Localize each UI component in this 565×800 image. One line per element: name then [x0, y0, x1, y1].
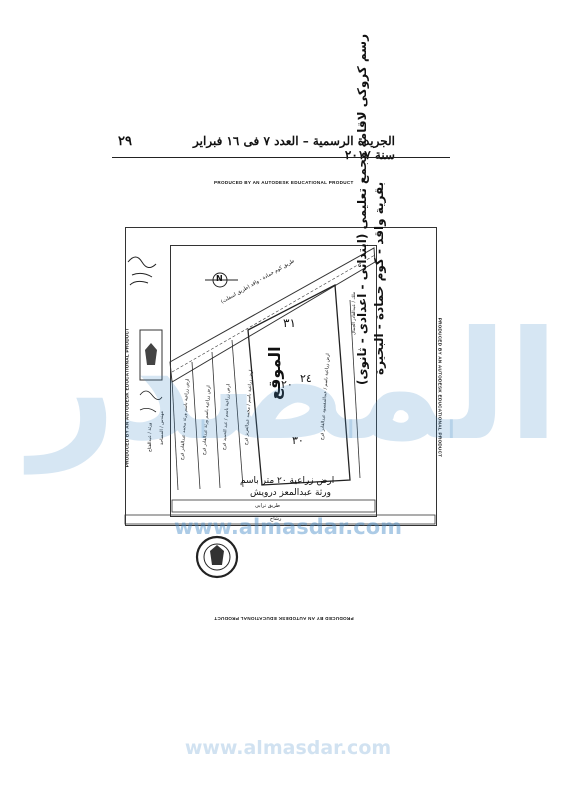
- owner-top: ملك / عبدالقادر الجمال: [352, 291, 357, 335]
- dim-left: ٢٠: [281, 378, 293, 391]
- land-south-line1: ارض زراعية ٢٠ متر باسم: [240, 476, 335, 486]
- strip-line-3: [191, 361, 201, 490]
- road-centerline: [171, 254, 376, 373]
- site-plot: [247, 283, 351, 486]
- north-arrow-icon: [205, 272, 238, 288]
- signature-icon: [127, 256, 157, 286]
- site-label: الموقع: [265, 346, 284, 400]
- land-south-line2: ورثة عبدالمعز درويش: [250, 488, 331, 498]
- dim-bottom: ٣٠: [292, 434, 304, 447]
- strip-line-5: [349, 299, 361, 479]
- canal-band: [124, 514, 436, 525]
- left-seal-icon: [139, 329, 163, 381]
- drawing-frame: [125, 227, 437, 526]
- strip-line-2: [211, 351, 221, 489]
- official-seal-icon: [195, 535, 239, 579]
- road-band: [171, 499, 376, 513]
- canal-label: رشاح: [270, 516, 282, 522]
- site-frame: [170, 245, 377, 517]
- owner-bottom: ورثة / عبدالفتاح: [148, 422, 153, 452]
- signature-left-icon: [139, 390, 163, 413]
- page-number: ٢٩: [118, 134, 132, 149]
- header-rule: [112, 157, 450, 158]
- dim-right: ٢٤: [300, 372, 312, 385]
- dim-top: ٣١: [283, 316, 296, 330]
- north-label: N: [216, 274, 223, 283]
- road-label: طريق ترابى: [255, 503, 280, 509]
- strip-line-1: [231, 339, 244, 488]
- main-title-line2: بقرية واقد - كوم حمادة - البحيرة: [372, 181, 386, 375]
- main-title-line1: رسم كروكى لاقامة مجمع تعليمى (ابتدائى - …: [355, 33, 369, 385]
- edu-product-stamp-top: PRODUCED BY AN AUTODESK EDUCATIONAL PROD…: [214, 180, 354, 185]
- diagonal-road: [169, 247, 376, 383]
- signature-block: مهندس / المساحة: [160, 411, 165, 445]
- strip-line-4: [171, 379, 179, 491]
- gazette-header-title: الجريدة الرسمية – العدد ٧ فى ١٦ فبراير س…: [193, 134, 395, 162]
